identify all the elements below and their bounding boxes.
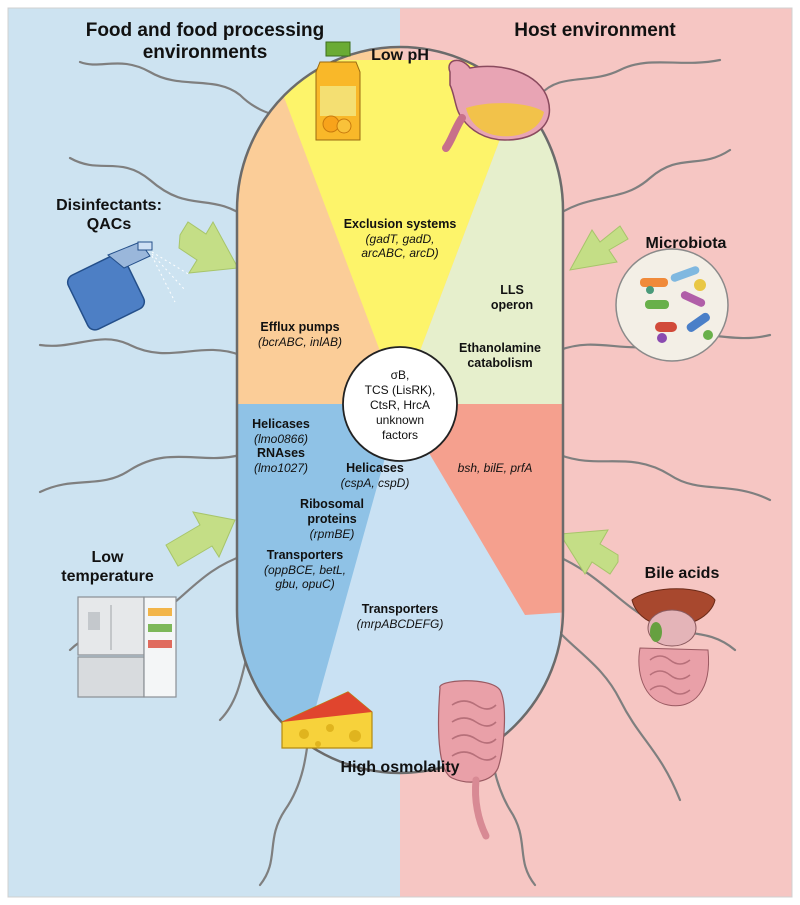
lls-line-2: operon [490, 298, 534, 312]
ribosomal-gene: (rpmBE) [309, 527, 355, 541]
ethanolamine-label: Ethanolamine catabolism [446, 341, 554, 371]
liver-gi-icon [631, 588, 716, 707]
food-environment-header: Food and food processing environments [85, 20, 325, 63]
low-ph-label: Low pH [371, 47, 429, 64]
transporters-1-genes-b: gbu, opuC) [275, 577, 335, 591]
exclusion-systems-label: Exclusion systems (gadT, gadD, arcABC, a… [330, 217, 470, 260]
center-line-4: unknown [375, 413, 425, 427]
ethanolamine-line-2: catabolism [467, 356, 533, 370]
bile-acids-label: Bile acids [644, 565, 720, 582]
spray-bottle-icon [66, 241, 191, 331]
figure-border [7, 7, 793, 898]
helicases-1-gene: (lmo0866) [253, 432, 309, 446]
bile-region [400, 404, 563, 615]
exclusion-genes-2: arcABC, arcD) [361, 246, 439, 260]
transporters-1-title: Transporters [266, 548, 344, 562]
low-temperature-arrow [165, 511, 236, 567]
microbiota-label: Microbiota [645, 235, 727, 252]
center-line-2: TCS (LisRK), [364, 383, 436, 397]
lls-line-1: LLS [500, 283, 524, 297]
rnases-title: RNAses [257, 446, 305, 460]
ribosomal-line-2: proteins [307, 512, 357, 526]
center-regulators-label: σB, TCS (LisRK), CtsR, HrcA unknown fact… [348, 368, 452, 443]
disinfectants-label: Disinfectants: QACs [56, 197, 162, 233]
transporters-2-genes: (mrpABCDEFG) [356, 617, 444, 631]
center-line-3: CtsR, HrcA [370, 398, 430, 412]
ribosomal-line-1: Ribosomal [300, 497, 364, 511]
intestines-icon [437, 680, 506, 840]
transporters-2-title: Transporters [361, 602, 439, 616]
exclusion-systems-title: Exclusion systems [343, 217, 457, 231]
rnases-gene: (lmo1027) [253, 461, 309, 475]
helicases-2-genes: (cspA, cspD) [340, 476, 410, 490]
transporters-2-label: Transporters (mrpABCDEFG) [340, 602, 460, 631]
center-line-1: σB, [390, 368, 410, 382]
ribosomal-proteins-label: Ribosomal proteins (rpmBE) [292, 497, 372, 541]
helicases-rnases-label: Helicases (lmo0866) RNAses (lmo1027) [242, 417, 320, 475]
center-line-5: factors [381, 428, 418, 442]
efflux-genes: (bcrABC, inlAB) [257, 335, 343, 349]
microbiota-icon [615, 248, 729, 362]
host-environment-header: Host environment [514, 20, 676, 41]
helicases-1-title: Helicases [252, 417, 310, 431]
helicases-2-title: Helicases [346, 461, 404, 475]
center-regulator-circle [342, 346, 458, 462]
lls-operon-label: LLS operon [480, 283, 544, 313]
exclusion-genes-1: (gadT, gadD, [365, 232, 435, 246]
efflux-pumps-label: Efflux pumps (bcrABC, inlAB) [245, 320, 355, 349]
helicases-2-label: Helicases (cspA, cspD) [330, 461, 420, 490]
efflux-title: Efflux pumps [260, 320, 340, 334]
transporters-1-label: Transporters (oppBCE, betL, gbu, opuC) [250, 548, 360, 591]
stomach-icon [442, 59, 551, 152]
cheese-icon [281, 691, 373, 749]
ethanolamine-line-1: Ethanolamine [459, 341, 541, 355]
high-osmolality-label: High osmolality [340, 759, 460, 776]
low-temperature-label: Low temperature [61, 549, 154, 585]
refrigerator-icon [77, 596, 177, 698]
microbiota-arrow [569, 225, 629, 271]
exclusion-region [270, 60, 530, 404]
transporters-1-genes-a: (oppBCE, betL, [263, 563, 347, 577]
orange-juice-icon [315, 41, 361, 141]
bile-genes-label: bsh, bilE, prfA [457, 461, 533, 475]
